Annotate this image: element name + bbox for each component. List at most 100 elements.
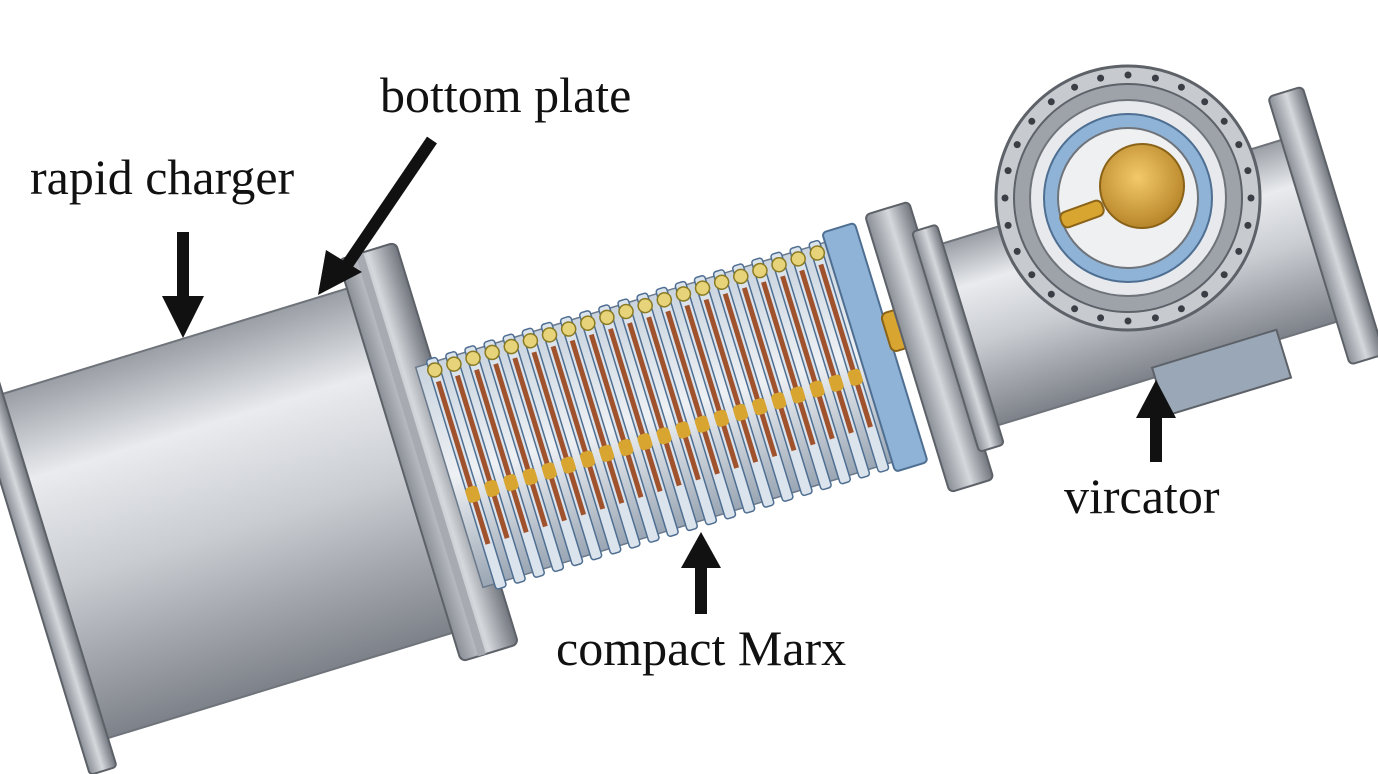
- marx-stage-switch: [580, 315, 596, 331]
- flange-bolt: [1177, 83, 1185, 91]
- marx-stage-capacitor: [780, 275, 835, 440]
- marx-stage-switch: [733, 268, 749, 285]
- marx-stage-capacitor: [569, 339, 625, 504]
- marx-stage-switch: [771, 256, 787, 273]
- marx-stage-spark-gap: [465, 485, 481, 503]
- marx-stage-switch: [446, 356, 462, 372]
- marx-stage-capacitor: [627, 322, 682, 487]
- marx-stage-switch: [637, 297, 653, 314]
- marx-stage-spark-gap: [809, 380, 825, 398]
- marx-stage-capacitor: [646, 316, 701, 481]
- marx-stage-capacitor: [531, 351, 587, 516]
- label-bottom-plate: bottom plate: [380, 67, 632, 123]
- marx-stage-spark-gap: [618, 438, 634, 457]
- marx-stage-spark-gap: [694, 415, 710, 433]
- marx-stage-switch: [809, 245, 826, 261]
- flange-bolt: [1124, 317, 1132, 325]
- marx-stage-switch: [541, 327, 558, 343]
- marx-stage-capacitor: [512, 357, 567, 522]
- flange-bolt: [1201, 290, 1209, 298]
- flange-bolt: [1151, 314, 1159, 322]
- flange-bolt: [1244, 221, 1252, 229]
- marx-stage-spark-gap: [522, 468, 538, 486]
- marx-stage-switch: [752, 262, 768, 279]
- marx-stage-capacitor: [550, 345, 606, 510]
- marx-stage-spark-gap: [675, 421, 691, 439]
- marx-stage-capacitor: [474, 369, 529, 534]
- flange-bolt: [1028, 271, 1036, 279]
- marx-stage-switch: [484, 344, 500, 361]
- marx-stage-switch: [694, 280, 711, 296]
- marx-stage-capacitor: [665, 310, 720, 475]
- arrow-vircator: [1136, 380, 1176, 462]
- flange-bolt: [1235, 141, 1243, 149]
- marx-stage-switch: [599, 309, 615, 326]
- marx-stage-switch: [560, 321, 577, 337]
- marx-stage-capacitor: [799, 269, 854, 434]
- flange-bolt: [1201, 98, 1209, 106]
- marx-stage-switch: [618, 303, 634, 320]
- flange-bolt: [1247, 194, 1255, 202]
- marx-stage-capacitor: [703, 298, 759, 463]
- label-compact-marx: compact Marx: [556, 620, 847, 676]
- flange-bolt: [1001, 194, 1009, 202]
- compact-marx-stack: [414, 222, 928, 590]
- marx-stage-spark-gap: [732, 403, 749, 421]
- vircator-port: [994, 64, 1262, 332]
- marx-stage-spark-gap: [560, 456, 576, 474]
- marx-stage-spark-gap: [637, 433, 653, 451]
- flange-bolt: [1244, 167, 1252, 175]
- label-vircator: vircator: [1064, 468, 1220, 524]
- marx-stage-capacitor: [608, 328, 663, 493]
- rapid-charger-body: [0, 242, 518, 774]
- label-rapid-charger: rapid charger: [30, 149, 295, 205]
- flange-bolt: [1151, 74, 1159, 82]
- flange-bolt: [1013, 247, 1021, 255]
- flange-bolt: [1071, 83, 1079, 91]
- marx-stage-spark-gap: [579, 450, 596, 468]
- marx-stage-switch: [522, 332, 539, 349]
- marx-stage-spark-gap: [503, 474, 519, 492]
- marx-stage-switch: [465, 350, 481, 367]
- marx-stage-switch: [790, 251, 806, 267]
- arrow-compact-marx: [681, 532, 721, 614]
- flange-bolt: [1004, 221, 1012, 229]
- marx-stage-capacitor: [722, 293, 778, 458]
- flange-bolt: [1097, 74, 1105, 82]
- marx-stage-capacitor: [684, 304, 740, 469]
- flange-bolt: [1047, 290, 1055, 298]
- marx-stage-spark-gap: [771, 392, 787, 410]
- arrow-bottom-plate: [318, 136, 437, 295]
- marx-stage-capacitor: [818, 263, 873, 428]
- flange-bolt: [1177, 305, 1185, 313]
- marx-stage-spark-gap: [752, 398, 768, 416]
- flange-bolt: [1047, 98, 1055, 106]
- flange-bolt: [1097, 314, 1105, 322]
- marx-stage-spark-gap: [599, 444, 615, 462]
- marx-stage-switch: [713, 274, 730, 291]
- flange-bolt: [1220, 117, 1228, 125]
- marx-stage-capacitor: [493, 363, 548, 528]
- marx-stage-switch: [675, 286, 692, 302]
- marx-stage-spark-gap: [541, 462, 557, 480]
- flange-bolt: [1004, 167, 1012, 175]
- marx-stage-spark-gap: [713, 409, 729, 427]
- marx-stage-spark-gap: [484, 479, 500, 497]
- marx-stage-capacitor: [435, 380, 491, 545]
- marx-stage-switch: [503, 338, 520, 355]
- marx-stage-spark-gap: [790, 386, 806, 404]
- flange-bolt: [1124, 71, 1132, 79]
- marx-stage-capacitor: [761, 281, 816, 446]
- arrow-rapid-charger: [162, 232, 204, 338]
- marx-stage-switch: [427, 362, 443, 378]
- flange-bolt: [1071, 305, 1079, 313]
- flange-bolt: [1235, 247, 1243, 255]
- flange-bolt: [1028, 117, 1036, 125]
- marx-stage-capacitor: [455, 374, 510, 539]
- marx-stage-switch: [656, 292, 673, 308]
- flange-bolt: [1013, 141, 1021, 149]
- marx-stage-spark-gap: [656, 427, 672, 445]
- marx-stage-capacitor: [741, 287, 797, 452]
- marx-stage-spark-gap: [828, 374, 844, 392]
